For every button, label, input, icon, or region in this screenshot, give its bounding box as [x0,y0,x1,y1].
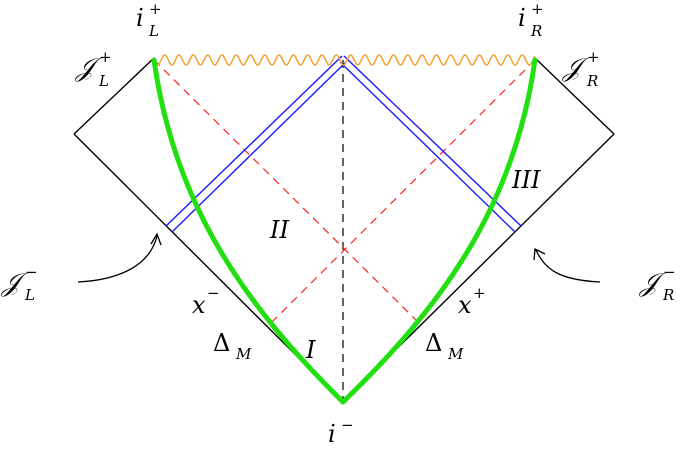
label-delta-m-left-sub: M [235,345,252,363]
blue-horizon-right-a [343,55,522,227]
label-scri-minus-right-sup: − [663,263,676,281]
label-delta-m-right: Δ [425,329,442,357]
label-region-III: III [511,166,541,194]
label-i-plus-left-sub: L [148,22,159,40]
red-dashed-line-1 [153,59,419,323]
label-i-plus-left-sup: + [149,0,162,18]
label-x-minus-sup: − [207,284,220,302]
label-scri-minus-right-sub: R [662,286,674,304]
label-region-II: II [269,216,289,244]
arrow-left-head [150,232,162,246]
blue-horizon-right-b [339,61,516,233]
singularity-wavy-line [153,54,536,66]
blue-horizon-left-b [171,61,347,233]
label-delta-m-left: Δ [213,329,230,357]
boundary-right-upper [534,57,615,135]
green-curve-left [151,57,346,405]
arrow-right-head [533,247,546,261]
label-i-plus-right-sub: R [530,22,542,40]
label-scri-plus-right-sub: R [586,72,598,90]
arrow-left-curve [77,235,158,283]
label-scri-minus-left-sup: − [25,263,38,281]
label-scri-plus-right: 𝒥 [561,53,590,83]
label-region-I: I [305,336,316,364]
label-scri-minus-left-sub: L [24,286,35,304]
label-x-minus: x [192,291,206,319]
red-dashed-line-2 [271,59,536,323]
green-curve-right [340,57,538,405]
label-i-minus-sup: − [341,416,354,434]
label-scri-plus-left-sup: + [99,48,112,66]
boundary-left-upper [73,57,155,135]
label-i-plus-right-sup: + [531,0,544,18]
red-dashed-lines [153,59,536,323]
label-scri-plus-right-sup: + [587,48,600,66]
green-curves [151,57,538,405]
arrow-right-curve [535,249,601,283]
spacetime-boundary [73,57,615,403]
label-delta-m-right-sub: M [447,345,464,363]
label-x-plus-sup: + [473,284,486,302]
label-scri-plus-left-sub: L [98,72,109,90]
scri-minus-arrows [77,232,601,283]
label-i-minus: i [328,420,336,448]
label-i-plus-right: i [518,4,526,32]
label-x-plus: x [458,291,472,319]
label-i-plus-left: i [136,4,144,32]
